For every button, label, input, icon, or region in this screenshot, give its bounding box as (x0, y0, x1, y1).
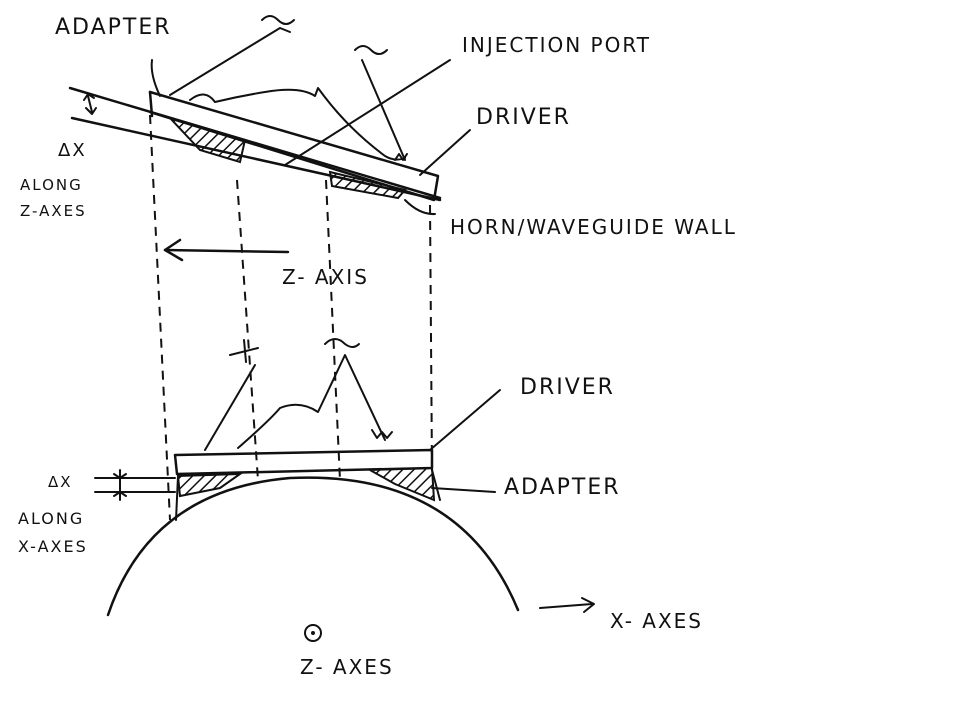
z-axes-circle-icon (304, 624, 322, 642)
adapter-wedge-bottom-right (366, 466, 436, 502)
leader-tilde-top (169, 27, 291, 96)
delta-x-bottom-arrow (94, 469, 176, 501)
leader-horn-wall (404, 199, 436, 216)
leader-driver-top (419, 129, 471, 176)
waveguide-arc (106, 476, 520, 617)
injection-curve-top (189, 87, 406, 161)
label-adapter-bottom: ADAPTER (504, 475, 621, 500)
leader-injection-port (284, 59, 451, 166)
tilde-mark-adapter (261, 15, 295, 25)
feed-lines-bottom (204, 354, 386, 451)
z-axes-dot-icon (311, 631, 315, 635)
projection-line-1 (149, 114, 171, 521)
label-z-axes-top: Z-AXES (20, 202, 87, 220)
label-driver-bottom: DRIVER (520, 375, 615, 400)
horn-wall-line-upper (68, 86, 442, 200)
adapter-wedge-bottom-left (176, 472, 244, 498)
z-axis-arrow-head (163, 238, 184, 262)
delta-x-top-arrow (83, 93, 97, 115)
label-x-axes-right: X- AXES (610, 609, 703, 633)
driver-slab-top (148, 90, 440, 202)
label-horn-wall: HORN/WAVEGUIDE WALL (450, 215, 737, 239)
label-delta-x-bottom: ΔX (48, 473, 73, 491)
projection-line-4 (429, 204, 433, 471)
adapter-wedge-top-right (328, 170, 407, 200)
x-axes-arrow (539, 597, 595, 613)
leader-driver-bottom (429, 389, 501, 451)
feed-wiggle-bottom (371, 429, 393, 439)
leader-port-tilde (361, 59, 406, 161)
bottom-view (94, 338, 595, 642)
projection-lines (149, 114, 433, 521)
top-view (68, 15, 471, 262)
driver-slab-edge (148, 90, 154, 118)
plus-mark (229, 339, 259, 363)
projection-line-3 (325, 179, 341, 481)
z-axis-arrow-line (163, 248, 290, 254)
injection-port-wiggle (394, 153, 408, 161)
tilde-mark-top (354, 45, 388, 55)
label-adapter-top: ADAPTER (55, 15, 172, 40)
label-along-top: ALONG (20, 176, 83, 194)
label-x-axes-left: X-AXES (18, 537, 88, 556)
adapter-sides (175, 469, 441, 521)
label-z-axes-bottom: Z- AXES (300, 655, 394, 679)
label-driver-top: DRIVER (476, 105, 571, 130)
leader-adapter-top (150, 59, 161, 97)
adapter-wedge-top-left (166, 116, 247, 164)
label-along-bottom: ALONG (18, 509, 84, 528)
label-delta-x-top: ΔX (58, 140, 87, 161)
label-z-axis: Z- AXIS (282, 265, 369, 289)
projection-line-2 (236, 179, 259, 481)
leader-adapter-bottom (431, 487, 496, 493)
label-injection-port: INJECTION PORT (462, 33, 651, 57)
tilde-mark-bottom (324, 338, 360, 348)
